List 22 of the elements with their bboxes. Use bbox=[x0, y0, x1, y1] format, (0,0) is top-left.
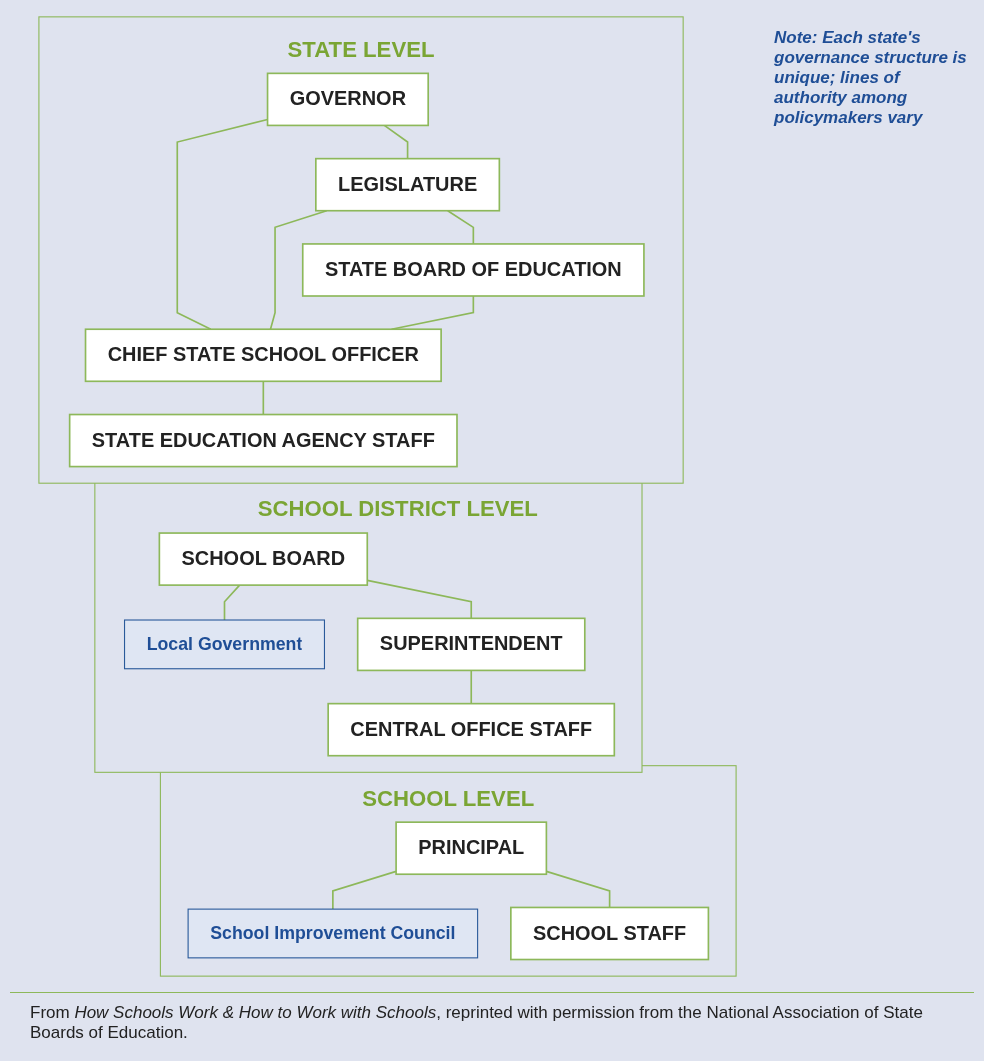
connector bbox=[269, 209, 327, 331]
connector bbox=[262, 380, 264, 416]
node-box: SCHOOL BOARD bbox=[158, 532, 368, 586]
connector bbox=[223, 584, 240, 621]
node-box: CENTRAL OFFICE STAFF bbox=[326, 702, 615, 757]
node-box: GOVERNOR bbox=[266, 72, 429, 127]
node-box: LEGISLATURE bbox=[314, 157, 500, 212]
connector bbox=[469, 669, 472, 705]
node-box: SCHOOL STAFF bbox=[509, 906, 709, 961]
node-box: SUPERINTENDENT bbox=[356, 617, 586, 672]
node-box: CHIEF STATE SCHOOL OFFICER bbox=[84, 328, 442, 383]
connector bbox=[175, 118, 268, 331]
connector bbox=[383, 124, 408, 160]
caption-text: From How Schools Work & How to Work with Schools, reprinted with permission from the National Association of State Boards of Education. bbox=[10, 992, 974, 1053]
note-text: Note: Each state's governance structure is unique; lines of authority among policymakers vary bbox=[774, 28, 968, 128]
connector bbox=[545, 870, 610, 909]
node-box: Local Government bbox=[123, 619, 325, 670]
node-box: STATE BOARD OF EDUCATION bbox=[301, 243, 645, 297]
node-box: School Improvement Council bbox=[187, 908, 478, 959]
connector bbox=[446, 209, 474, 245]
node-box: PRINCIPAL bbox=[394, 821, 547, 876]
node-box: STATE EDUCATION AGENCY STAFF bbox=[68, 413, 458, 468]
